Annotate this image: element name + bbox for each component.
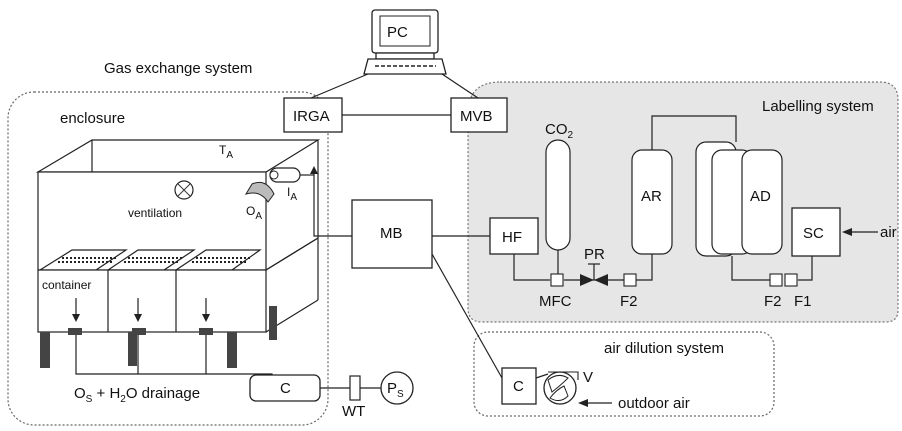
ar-label: AR (641, 188, 662, 205)
hf-label: HF (502, 229, 522, 246)
pc-label: PC (387, 24, 408, 41)
ps-label: PS (387, 380, 404, 400)
pump-circle (380, 371, 414, 405)
soil-sensors (68, 328, 213, 335)
air-inlet-arrow-icon (842, 228, 878, 236)
fan-icon (535, 371, 579, 405)
enclosure-panel (7, 91, 329, 426)
outlet-duct (244, 181, 275, 203)
co2-label: CO2 (545, 121, 574, 141)
container-label: container (42, 278, 91, 292)
gas-exchange-title: Gas exchange system (104, 60, 252, 77)
air-label: air (880, 224, 897, 241)
ventilation-fan-icon (174, 180, 194, 200)
mb-box (351, 199, 433, 269)
v-label: V (583, 369, 593, 386)
f2-left-label: F2 (620, 293, 638, 310)
pr-label: PR (584, 246, 605, 263)
valve-icon (580, 263, 608, 286)
filter-f1 (784, 273, 798, 287)
c-right-label: C (513, 378, 524, 395)
outdoor-air-label: outdoor air (618, 395, 690, 412)
mb-label: MB (380, 225, 403, 242)
inlet-tube (269, 167, 301, 183)
wt-label: WT (342, 403, 365, 420)
f2-right-label: F2 (764, 293, 782, 310)
c-left-label: C (280, 380, 291, 397)
ad-column (741, 149, 783, 255)
labelling-system-panel (467, 81, 899, 323)
ad-label: AD (750, 188, 771, 205)
mfc-block (550, 273, 564, 287)
c-right-box (501, 367, 537, 405)
temperature-label: TA (219, 143, 233, 161)
computer-icon (363, 9, 447, 75)
labelling-title: Labelling system (762, 98, 874, 115)
air-dilution-panel (473, 331, 775, 417)
drainage-label: OS + H2O drainage (74, 385, 200, 405)
filter-f2-left (623, 273, 637, 287)
f1-label: F1 (794, 293, 812, 310)
water-trap (349, 375, 361, 401)
sc-label: SC (803, 225, 824, 242)
mfc-label: MFC (539, 293, 572, 310)
ventilation-label: ventilation (128, 206, 182, 220)
outlet-label: OA (246, 204, 262, 222)
air-dilution-title: air dilution system (604, 340, 724, 357)
co2-cylinder (545, 139, 571, 251)
irga-label: IRGA (293, 108, 330, 125)
outdoor-air-arrow-icon (578, 399, 612, 407)
chamber-legs (40, 306, 277, 368)
enclosure-title: enclosure (60, 110, 125, 127)
mvb-label: MVB (460, 108, 493, 125)
filter-f2-right (769, 273, 783, 287)
arrow-icon (72, 298, 210, 322)
inlet-label: IA (287, 185, 297, 203)
sc-box (791, 207, 841, 257)
hf-box (489, 217, 539, 255)
container-tops (37, 249, 262, 271)
